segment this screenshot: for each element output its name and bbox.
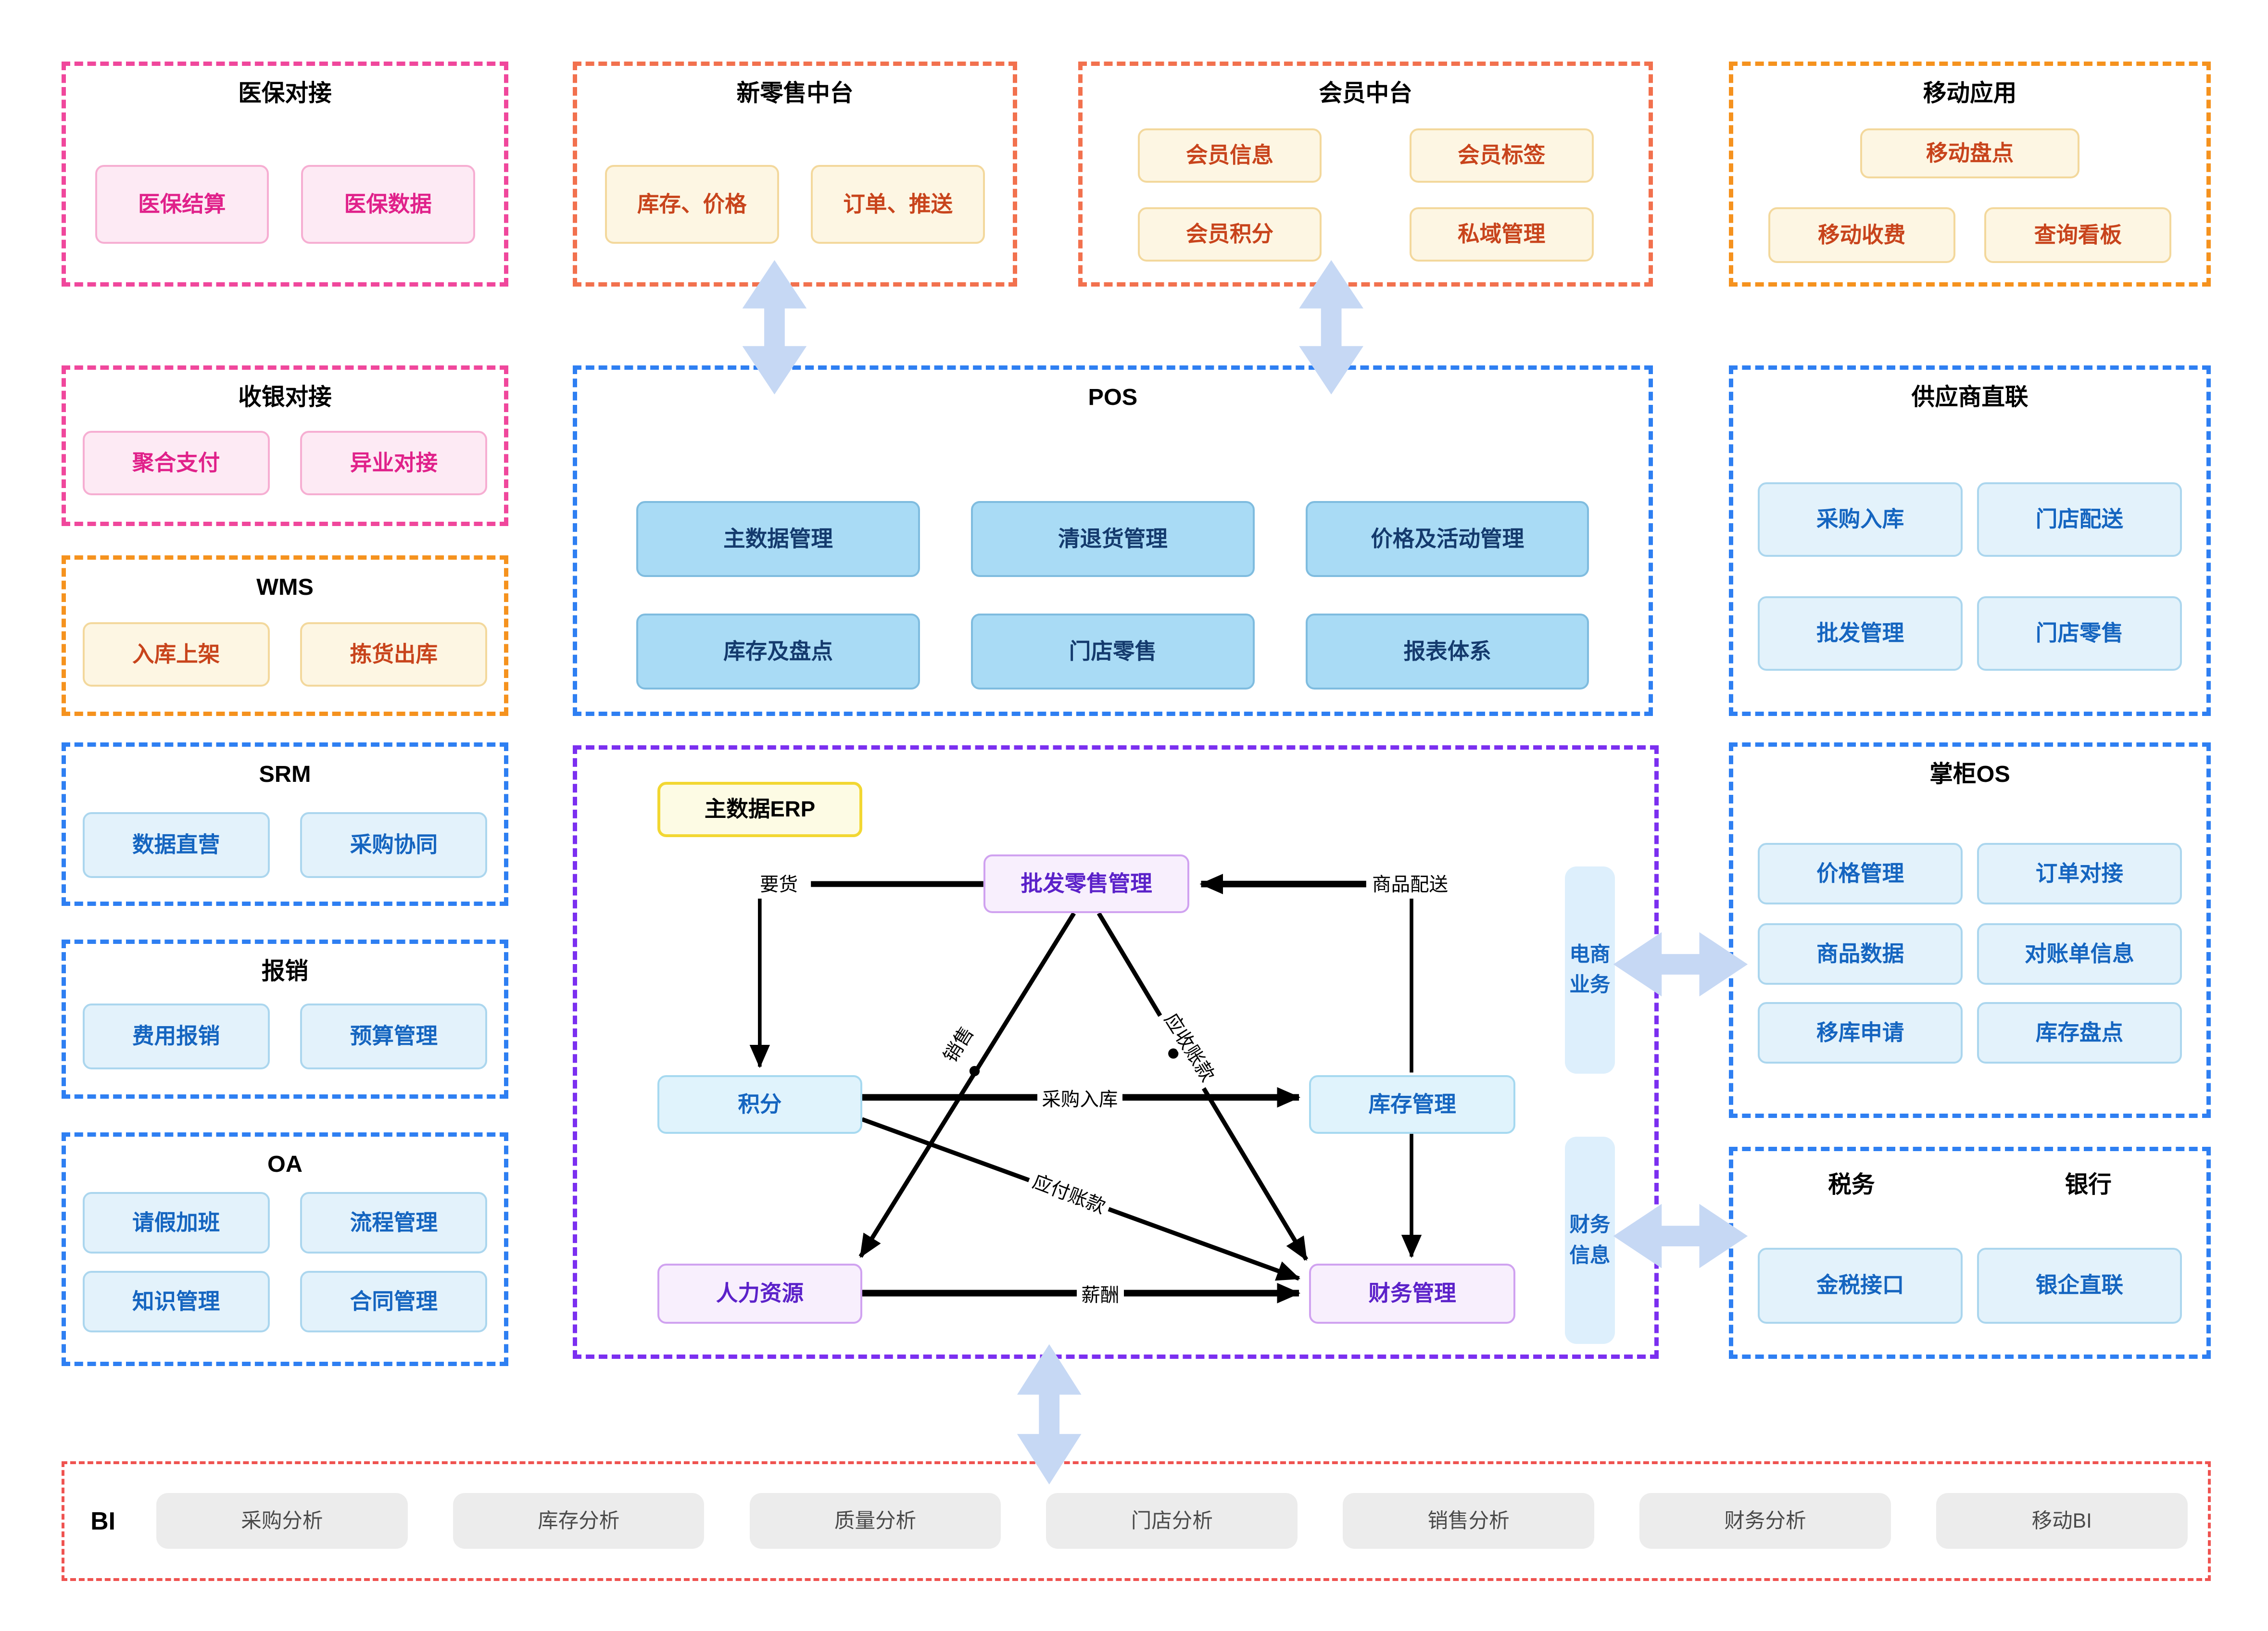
panel-title: WMS <box>256 574 314 600</box>
module-box: 移动BI <box>1936 1493 2188 1549</box>
panel-title: 掌柜OS <box>1929 761 2010 787</box>
module-box: 移库申请 <box>1758 1002 1963 1064</box>
module-box: 主数据管理 <box>636 501 920 577</box>
module-box: 销售分析 <box>1343 1493 1594 1549</box>
module-box: 价格管理 <box>1758 843 1963 904</box>
node-finance: 财务管理 <box>1309 1264 1515 1324</box>
module-box: 请假加班 <box>82 1192 270 1254</box>
module-box: 查询看板 <box>1984 207 2172 263</box>
panel-pos: POS 主数据管理 清退货管理 价格及活动管理 库存及盘点 门店零售 报表体系 <box>573 365 1653 716</box>
waypoint-dot <box>969 1066 980 1076</box>
module-box: 私域管理 <box>1409 207 1594 262</box>
module-box: 质量分析 <box>749 1493 1001 1549</box>
panel-title: 供应商直联 <box>1911 384 2029 410</box>
panel-title-tax: 税务 <box>1828 1171 1875 1198</box>
module-box: 采购协同 <box>300 812 488 878</box>
module-box: 流程管理 <box>300 1192 488 1254</box>
panel-title: OA <box>267 1151 302 1178</box>
panel-title: 移动应用 <box>1923 80 2017 106</box>
module-box: 移动收费 <box>1768 207 1955 263</box>
panel-erp-core: 主数据ERP 批发零售管理 积分 库存管理 人力资源 财务管理 电商业务 财务信… <box>573 745 1659 1359</box>
module-box: 库存盘点 <box>1977 1002 2182 1064</box>
pill-finance-info: 财务信息 <box>1565 1136 1615 1344</box>
panel-cashier-integration: 收银对接 聚合支付 异业对接 <box>61 365 509 526</box>
panel-title: 收银对接 <box>238 384 332 410</box>
node-points: 积分 <box>657 1075 862 1134</box>
module-box: 门店零售 <box>1977 596 2182 671</box>
module-box: 数据直营 <box>82 812 270 878</box>
panel-oa: OA 请假加班 流程管理 知识管理 合同管理 <box>61 1132 509 1367</box>
module-box: 报表体系 <box>1305 614 1589 690</box>
panel-title: SRM <box>259 761 311 787</box>
panel-title: POS <box>1088 384 1138 410</box>
panel-bi: BI 采购分析 库存分析 质量分析 门店分析 销售分析 财务分析 移动BI <box>61 1461 2211 1581</box>
module-box: 会员积分 <box>1137 207 1322 262</box>
module-box: 拣货出库 <box>300 622 488 687</box>
module-box: 订单对接 <box>1977 843 2182 904</box>
module-box: 库存分析 <box>453 1493 705 1549</box>
module-box: 批发管理 <box>1758 596 1963 671</box>
module-box: 银企直联 <box>1977 1247 2182 1324</box>
module-box: 价格及活动管理 <box>1305 501 1589 577</box>
module-box: 库存、价格 <box>605 165 779 244</box>
panel-title: 会员中台 <box>1319 80 1412 106</box>
panel-new-retail: 新零售中台 库存、价格 订单、推送 <box>573 61 1017 287</box>
node-wholesale-retail: 批发零售管理 <box>983 854 1190 913</box>
edge-label-caigou: 采购入库 <box>1037 1084 1122 1112</box>
module-box: 采购入库 <box>1758 482 1963 557</box>
panel-member-center: 会员中台 会员信息 会员标签 会员积分 私域管理 <box>1078 61 1653 287</box>
module-box: 异业对接 <box>300 431 488 495</box>
module-box: 预算管理 <box>300 1004 488 1070</box>
panel-title: 新零售中台 <box>736 80 854 106</box>
module-box: 清退货管理 <box>971 501 1255 577</box>
pill-ecommerce-business: 电商业务 <box>1565 866 1615 1074</box>
edge-label-yaohuo: 要货 <box>755 869 803 897</box>
panel-tax-bank: 税务 银行 金税接口 银企直联 <box>1728 1147 2211 1359</box>
module-box: 门店配送 <box>1977 482 2182 557</box>
module-box: 对账单信息 <box>1977 923 2182 985</box>
panel-title: 报销 <box>261 958 309 985</box>
module-box: 入库上架 <box>82 622 270 687</box>
module-box: 门店零售 <box>971 614 1255 690</box>
module-box: 财务分析 <box>1639 1493 1891 1549</box>
panel-medical-insurance: 医保对接 医保结算 医保数据 <box>61 61 509 287</box>
node-hr: 人力资源 <box>657 1264 862 1324</box>
panel-supplier-direct: 供应商直联 采购入库 门店配送 批发管理 门店零售 <box>1728 365 2211 716</box>
module-box: 商品数据 <box>1758 923 1963 985</box>
panel-title-bank: 银行 <box>2065 1171 2112 1198</box>
panel-reimbursement: 报销 费用报销 预算管理 <box>61 939 509 1099</box>
module-box: 聚合支付 <box>82 431 270 495</box>
panel-zhanggui-os: 掌柜OS 价格管理 订单对接 商品数据 对账单信息 移库申请 库存盘点 <box>1728 742 2211 1118</box>
panel-title: 医保对接 <box>238 80 332 106</box>
panel-wms: WMS 入库上架 拣货出库 <box>61 555 509 716</box>
edge-label-peisong: 商品配送 <box>1368 869 1453 897</box>
module-box: 采购分析 <box>156 1493 408 1549</box>
module-box: 医保数据 <box>301 165 475 244</box>
module-box: 库存及盘点 <box>636 614 920 690</box>
module-box: 医保结算 <box>95 165 269 244</box>
edge-label-xinchou: 薪酬 <box>1077 1280 1124 1307</box>
waypoint-dot <box>1168 1048 1179 1059</box>
module-box: 会员标签 <box>1409 128 1594 183</box>
node-master-erp: 主数据ERP <box>657 781 862 837</box>
node-inventory: 库存管理 <box>1309 1075 1515 1134</box>
module-box: 费用报销 <box>82 1004 270 1070</box>
module-box: 订单、推送 <box>811 165 985 244</box>
module-box: 金税接口 <box>1758 1247 1963 1324</box>
module-box: 知识管理 <box>82 1271 270 1333</box>
panel-title: BI <box>90 1507 115 1535</box>
module-box: 会员信息 <box>1137 128 1322 183</box>
arrow-xiaoshou <box>858 912 1076 1258</box>
module-box: 移动盘点 <box>1860 128 2079 178</box>
module-box: 门店分析 <box>1046 1493 1298 1549</box>
panel-srm: SRM 数据直营 采购协同 <box>61 742 509 906</box>
module-box: 合同管理 <box>300 1271 488 1333</box>
panel-mobile-apps: 移动应用 移动盘点 移动收费 查询看板 <box>1728 61 2211 287</box>
